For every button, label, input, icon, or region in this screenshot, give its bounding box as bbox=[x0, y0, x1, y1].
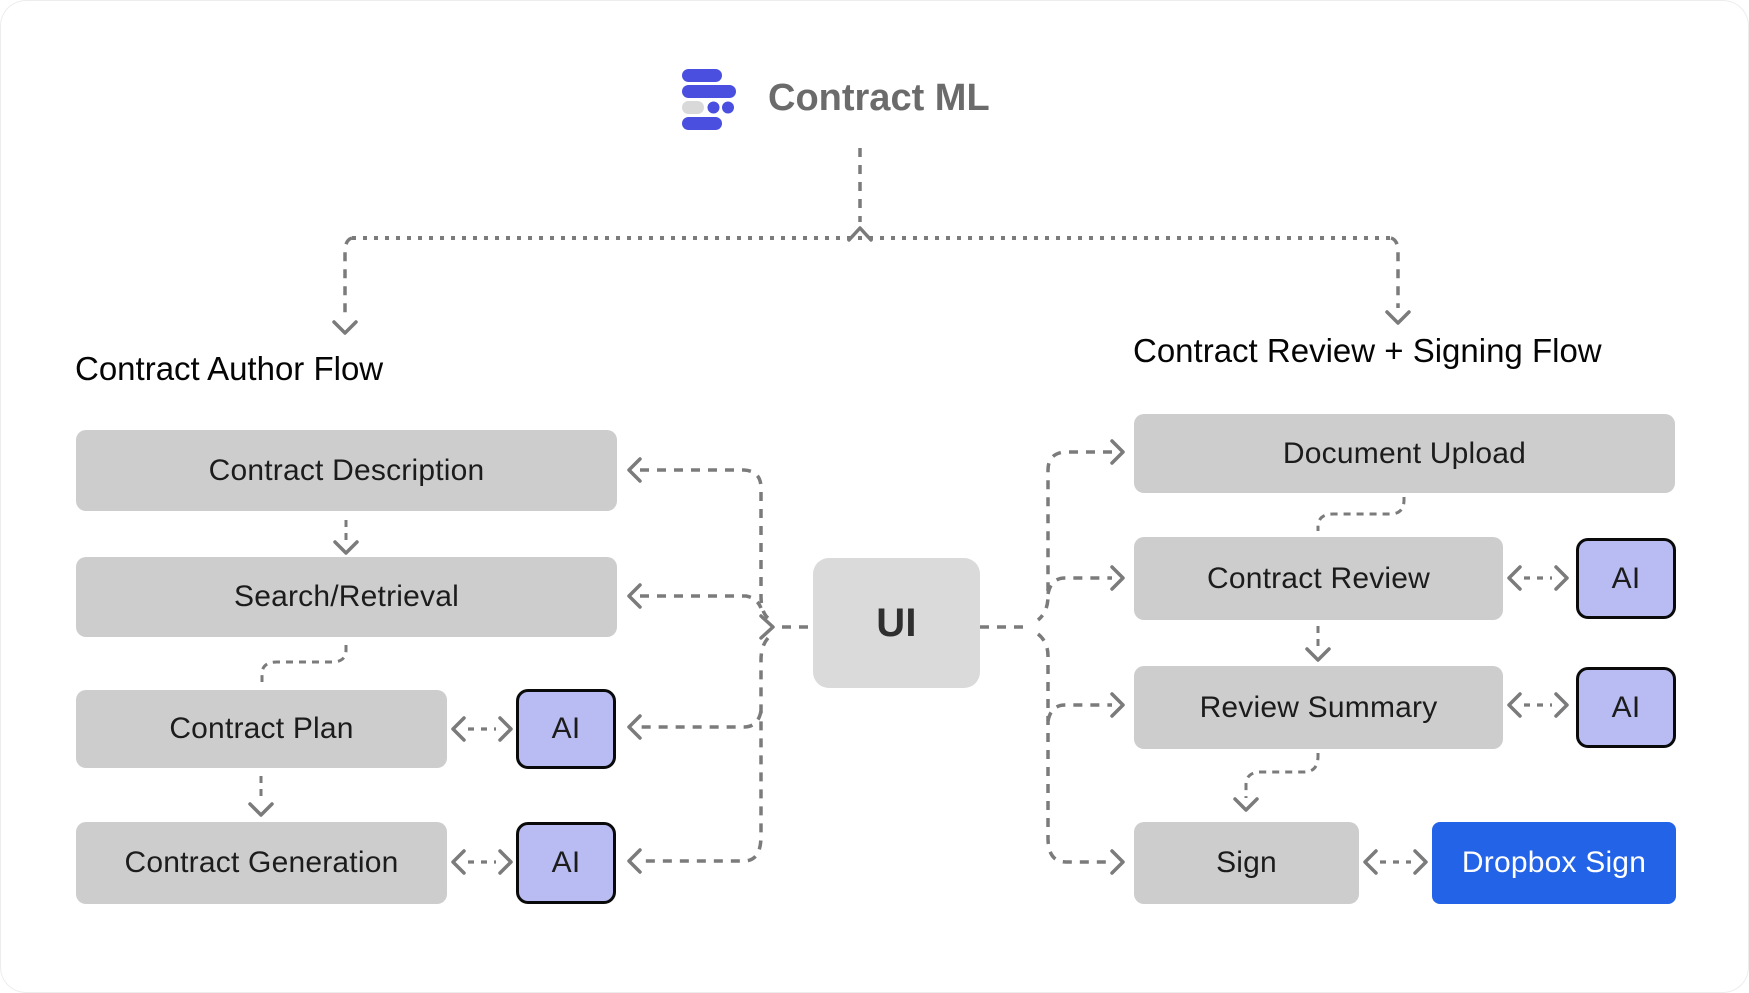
node-ai-review: AI bbox=[1576, 538, 1676, 619]
arrow-right-sign bbox=[1110, 849, 1125, 875]
arrow-right-ai-plan-box bbox=[498, 716, 513, 742]
node-search-retrieval: Search/Retrieval bbox=[76, 557, 617, 637]
node-label: Sign bbox=[1216, 846, 1277, 879]
connector-ui-to-sign bbox=[1036, 632, 1112, 864]
connector-upload-review bbox=[1316, 497, 1406, 531]
arrow-left-search bbox=[627, 583, 642, 609]
node-ai-plan: AI bbox=[516, 689, 616, 769]
node-label: Contract Review bbox=[1206, 561, 1431, 595]
node-label: AI bbox=[1611, 690, 1641, 724]
connector-tree-right-drop bbox=[1390, 236, 1400, 308]
connector-ui-to-ai-generation bbox=[640, 636, 770, 863]
arrow-down-summary bbox=[1305, 647, 1331, 662]
arrow-right-review bbox=[1110, 565, 1125, 591]
page-title: Contract ML bbox=[768, 76, 990, 119]
node-label: UI bbox=[876, 600, 917, 645]
connector-summary-sign bbox=[1244, 753, 1320, 798]
node-label: Contract Plan bbox=[169, 712, 354, 745]
node-label: Contract Description bbox=[208, 453, 485, 487]
arrow-left-plan bbox=[451, 716, 466, 742]
arrow-left-review-box bbox=[1507, 565, 1522, 591]
node-label: Search/Retrieval bbox=[234, 580, 459, 613]
arrow-down-search bbox=[333, 540, 359, 555]
arrow-left-ai-plan bbox=[627, 714, 642, 740]
contract-ml-logo-icon bbox=[682, 69, 736, 130]
arrow-down-review-flow bbox=[1385, 310, 1411, 325]
node-contract-plan: Contract Plan bbox=[76, 690, 447, 768]
connector-ui-to-search bbox=[640, 594, 763, 609]
connector-tree-left-drop bbox=[343, 236, 353, 318]
node-ai-generation: AI bbox=[516, 822, 616, 904]
arrow-down-generation bbox=[248, 802, 274, 817]
arrow-left-description bbox=[627, 457, 642, 483]
node-ai-summary: AI bbox=[1576, 667, 1676, 748]
node-label: Contract Generation bbox=[124, 846, 399, 879]
merge-chevron-up bbox=[847, 226, 873, 242]
node-ui: UI bbox=[813, 558, 980, 688]
arrow-left-summary-box bbox=[1507, 692, 1522, 718]
node-label: Document Upload bbox=[1282, 436, 1527, 470]
node-label: AI bbox=[551, 846, 581, 879]
header: Contract ML bbox=[680, 66, 990, 130]
arrow-down-sign bbox=[1233, 797, 1259, 812]
merge-chevron-right bbox=[759, 614, 775, 640]
node-contract-description: Contract Description bbox=[76, 430, 617, 511]
connector-ui-to-upload bbox=[1036, 450, 1112, 622]
node-review-summary: Review Summary bbox=[1134, 666, 1503, 749]
arrow-left-generation bbox=[451, 849, 466, 875]
arrow-left-sign-box bbox=[1363, 849, 1378, 875]
arrow-right-upload bbox=[1110, 439, 1125, 465]
connector-ui-to-review bbox=[1046, 576, 1112, 595]
node-dropbox-sign: Dropbox Sign bbox=[1432, 822, 1676, 904]
connector-search-plan bbox=[260, 645, 348, 682]
node-label: AI bbox=[1611, 561, 1641, 595]
node-contract-generation: Contract Generation bbox=[76, 822, 447, 904]
arrow-right-summary bbox=[1110, 692, 1125, 718]
connector-ui-to-description bbox=[640, 468, 770, 620]
author-flow-heading: Contract Author Flow bbox=[75, 350, 384, 387]
connector-ui-to-ai-plan bbox=[640, 710, 763, 729]
node-contract-review: Contract Review bbox=[1134, 537, 1503, 620]
review-flow-heading: Contract Review + Signing Flow bbox=[1133, 332, 1602, 369]
arrow-right-dropbox-box bbox=[1413, 849, 1428, 875]
node-label: AI bbox=[551, 712, 581, 745]
arrow-down-author-flow bbox=[332, 320, 358, 335]
arrow-right-ai-generation-box bbox=[498, 849, 513, 875]
arrow-right-ai-review-box bbox=[1554, 565, 1569, 591]
arrow-right-ai-summary-box bbox=[1554, 692, 1569, 718]
connector-ui-to-summary bbox=[1046, 703, 1112, 722]
node-sign: Sign bbox=[1134, 822, 1359, 904]
arrow-left-ai-generation bbox=[627, 848, 642, 874]
node-label: Dropbox Sign bbox=[1461, 846, 1647, 879]
node-label: Review Summary bbox=[1199, 690, 1438, 724]
node-document-upload: Document Upload bbox=[1134, 414, 1675, 493]
